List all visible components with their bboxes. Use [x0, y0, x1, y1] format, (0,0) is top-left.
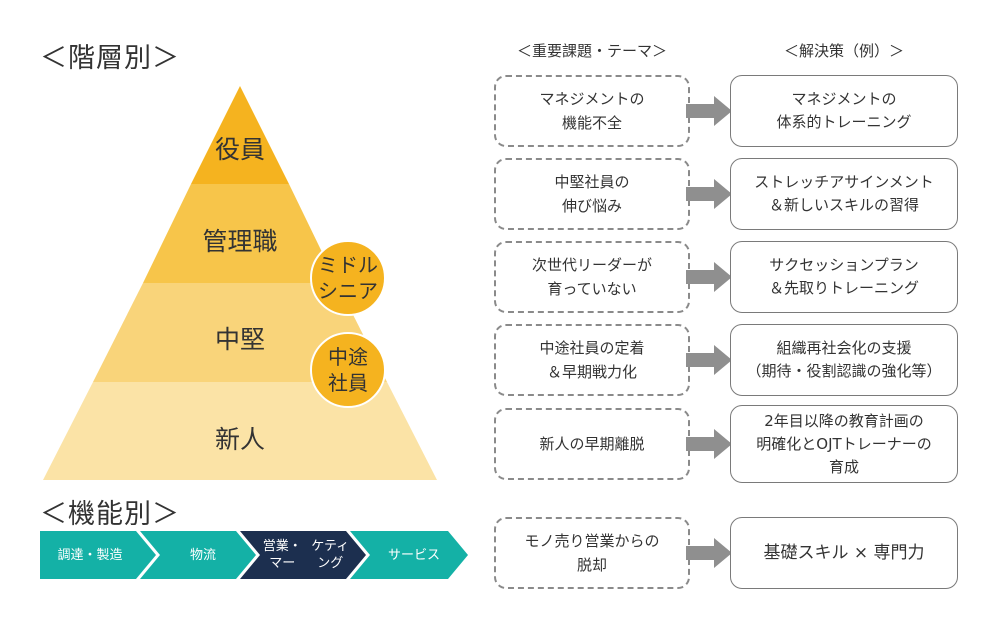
circle-line: 社員	[328, 371, 368, 395]
right-arrow-icon	[686, 429, 732, 459]
right-arrow-icon	[686, 538, 732, 568]
issue-box: 新人の早期離脱	[494, 408, 690, 480]
function-logistics: 物流	[189, 547, 216, 563]
function-sales-marketing: 営業・マー ケティング	[262, 539, 350, 571]
issues-column-heading: ＜重要課題・テーマ＞	[516, 42, 667, 60]
right-arrow-icon	[686, 96, 732, 126]
solution-box: 2年目以降の教育計画の明確化とOJTトレーナーの育成	[730, 405, 958, 483]
chevron-logistics	[140, 531, 256, 579]
solution-box: マネジメントの体系的トレーニング	[730, 75, 958, 147]
chevron-sales-marketing	[240, 531, 366, 579]
level-new-hire: 新人	[214, 425, 265, 454]
by-level-heading: ＜階層別＞	[40, 43, 180, 74]
function-service: サービス	[387, 547, 440, 563]
mid-career-hire-circle: 中途 社員	[310, 332, 386, 408]
circle-line: ミドル	[318, 253, 378, 277]
circle-line: シニア	[318, 279, 378, 303]
middle-senior-circle: ミドル シニア	[310, 240, 386, 316]
solution-box: 基礎スキル × 専門力	[730, 517, 958, 589]
right-arrow-icon	[686, 345, 732, 375]
pyramid-tier-top	[191, 86, 289, 184]
solution-box: ストレッチアサインメント＆新しいスキルの習得	[730, 158, 958, 230]
solutions-column-heading: ＜解決策（例）＞	[783, 42, 904, 60]
issue-box: 次世代リーダーが育っていない	[494, 241, 690, 313]
by-function-heading: ＜機能別＞	[40, 499, 180, 530]
solution-box: 組織再社会化の支援（期待・役割認識の強化等）	[730, 324, 958, 396]
issue-box: マネジメントの機能不全	[494, 75, 690, 147]
right-arrow-icon	[686, 262, 732, 292]
level-executive: 役員	[214, 135, 265, 164]
right-arrow-icon	[686, 179, 732, 209]
issue-box: 中堅社員の伸び悩み	[494, 158, 690, 230]
level-mid-career: 中堅	[214, 325, 265, 354]
function-procurement: 調達・製造	[57, 547, 123, 563]
solution-box: サクセッションプラン＆先取りトレーニング	[730, 241, 958, 313]
issue-box: 中途社員の定着＆早期戦力化	[494, 324, 690, 396]
issue-box: モノ売り営業からの脱却	[494, 517, 690, 589]
pyramid-tier-2	[143, 184, 337, 283]
circle-line: 中途	[328, 345, 368, 369]
level-manager: 管理職	[202, 227, 278, 256]
chevron-procurement	[40, 531, 156, 579]
chevron-service	[350, 531, 468, 579]
